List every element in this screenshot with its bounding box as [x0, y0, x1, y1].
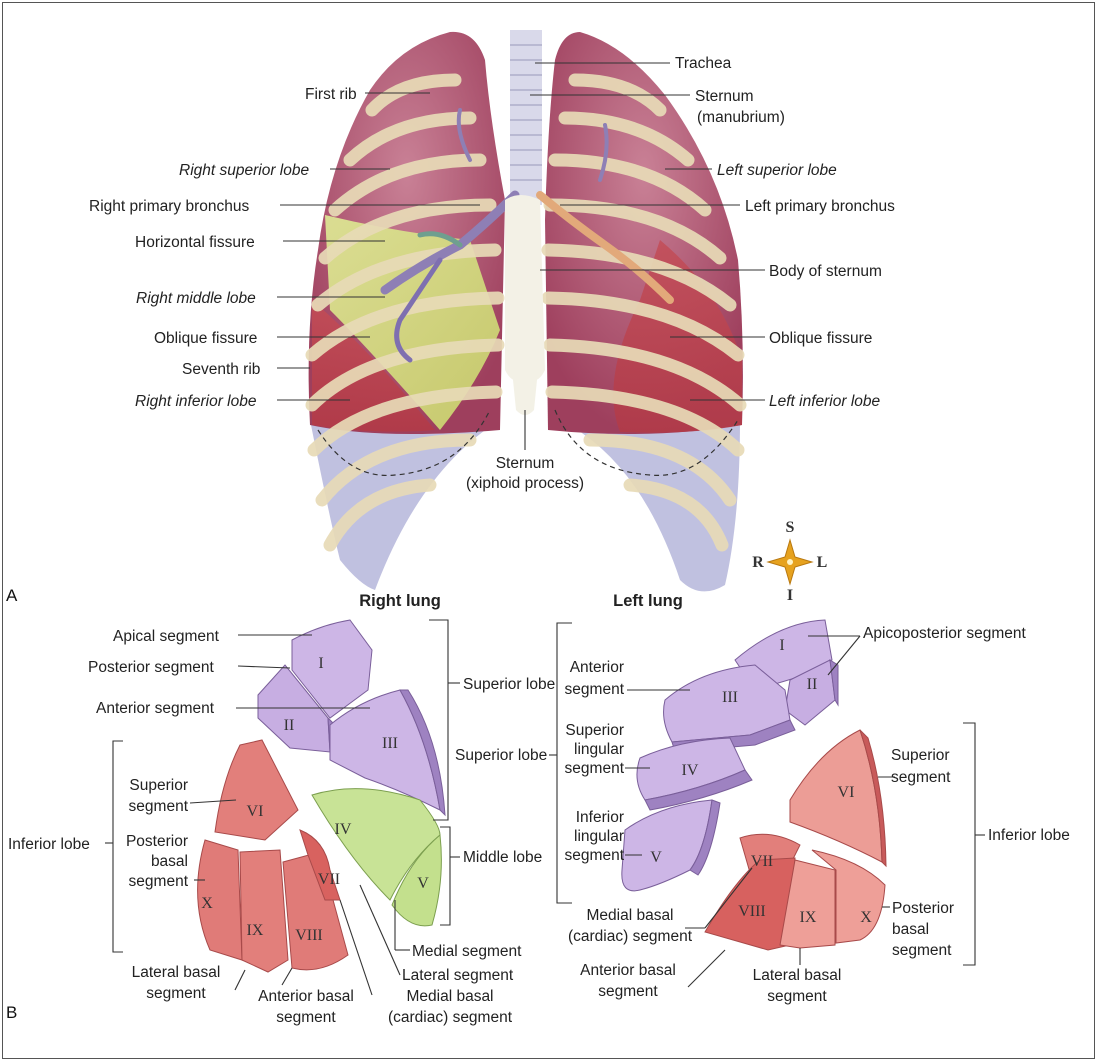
- ll-label-inferior-lingular-1: Inferior: [576, 809, 624, 826]
- ll-numeral-I: I: [779, 637, 784, 654]
- rl-label-superior-seg-2: segment: [129, 798, 189, 815]
- ll-label-medial-basal-1: Medial basal: [586, 907, 673, 924]
- rl-label-anterior: Anterior segment: [96, 700, 215, 717]
- right-lung-title: Right lung: [359, 592, 441, 610]
- rl-numeral-I: I: [318, 655, 323, 672]
- rl-label-anterior-basal-2: segment: [276, 1009, 336, 1026]
- rl-segment-IX: [240, 850, 288, 972]
- rl-label-middle-lobe: Middle lobe: [463, 849, 542, 866]
- rl-label-medial-segment: Medial segment: [412, 943, 522, 960]
- label-right-inferior-lobe: Right inferior lobe: [135, 393, 257, 410]
- ll-label-lateral-basal-1: Lateral basal: [753, 967, 842, 984]
- ll-label-inferior-lobe: Inferior lobe: [988, 827, 1070, 844]
- ll-label-superior-lingular-3: segment: [565, 760, 625, 777]
- ll-label-superior-seg-1: Superior: [891, 747, 950, 764]
- panel-label-a: A: [6, 586, 18, 605]
- rl-label-posterior-basal-3: segment: [129, 873, 189, 890]
- ll-numeral-VII: VII: [751, 853, 773, 870]
- ll-numeral-V: V: [650, 849, 662, 866]
- ll-numeral-VIII: VIII: [738, 903, 766, 920]
- rl-numeral-VII: VII: [318, 871, 340, 888]
- label-left-inferior-lobe: Left inferior lobe: [769, 393, 881, 410]
- ll-numeral-X: X: [860, 909, 872, 926]
- rl-label-lateral-segment: Lateral segment: [402, 967, 514, 984]
- label-left-superior-lobe: Left superior lobe: [717, 162, 837, 179]
- right-lung-segments: [198, 620, 445, 972]
- rl-label-posterior-basal-2: basal: [151, 853, 188, 870]
- ll-label-superior-lingular-2: lingular: [574, 741, 624, 758]
- label-first-rib: First rib: [305, 86, 357, 103]
- ll-label-superior-seg-2: segment: [891, 769, 951, 786]
- ll-label-anterior-basal-1: Anterior basal: [580, 962, 676, 979]
- ll-label-medial-basal-2: (cardiac) segment: [568, 928, 693, 945]
- ll-numeral-III: III: [722, 689, 738, 706]
- xiphoid-process: [512, 370, 538, 415]
- label-right-middle-lobe: Right middle lobe: [136, 290, 256, 307]
- rl-label-inferior-lobe: Inferior lobe: [8, 836, 90, 853]
- ll-numeral-IX: IX: [800, 909, 817, 926]
- rl-label-superior-seg-1: Superior: [129, 777, 188, 794]
- ll-numeral-IV: IV: [682, 762, 699, 779]
- rl-label-medial-basal-1: Medial basal: [406, 988, 493, 1005]
- compass-rose: S I R L: [752, 519, 827, 604]
- compass-i: I: [787, 587, 793, 604]
- compass-r: R: [752, 554, 764, 571]
- rl-numeral-V: V: [417, 875, 429, 892]
- ll-label-apicoposterior: Apicoposterior segment: [863, 625, 1027, 642]
- rl-numeral-III: III: [382, 735, 398, 752]
- ll-label-inferior-lingular-3: segment: [565, 847, 625, 864]
- ll-label-posterior-basal-1: Posterior: [892, 900, 954, 917]
- rl-numeral-II: II: [284, 717, 295, 734]
- label-body-of-sternum: Body of sternum: [769, 263, 882, 280]
- panel-a-illustration: [309, 30, 743, 591]
- label-sternum-manubrium-1: Sternum: [695, 88, 754, 105]
- ll-label-superior-lobe: Superior lobe: [455, 747, 547, 764]
- rl-numeral-X: X: [201, 895, 213, 912]
- label-right-primary-bronchus: Right primary bronchus: [89, 198, 249, 215]
- rl-label-apical: Apical segment: [113, 628, 220, 645]
- rl-label-anterior-basal-1: Anterior basal: [258, 988, 354, 1005]
- label-horizontal-fissure: Horizontal fissure: [135, 234, 255, 251]
- label-right-superior-lobe: Right superior lobe: [179, 162, 309, 179]
- label-sternum-xiphoid-1: Sternum: [496, 455, 555, 472]
- label-sternum-manubrium-2: (manubrium): [697, 109, 785, 126]
- label-seventh-rib: Seventh rib: [182, 361, 260, 378]
- rl-label-superior-lobe: Superior lobe: [463, 676, 555, 693]
- rl-numeral-IX: IX: [247, 922, 264, 939]
- ll-label-posterior-basal-3: segment: [892, 942, 952, 959]
- rl-label-medial-basal-2: (cardiac) segment: [388, 1009, 513, 1026]
- compass-s: S: [786, 519, 795, 536]
- rl-label-posterior: Posterior segment: [88, 659, 214, 676]
- ll-segment-V: [622, 800, 712, 891]
- compass-l: L: [817, 554, 828, 571]
- ll-label-inferior-lingular-2: lingular: [574, 828, 624, 845]
- rl-numeral-VIII: VIII: [295, 927, 323, 944]
- ll-numeral-II: II: [807, 676, 818, 693]
- ll-label-superior-lingular-1: Superior: [565, 722, 624, 739]
- label-oblique-fissure-right: Oblique fissure: [154, 330, 257, 347]
- trachea-shape: [510, 30, 542, 205]
- label-left-primary-bronchus: Left primary bronchus: [745, 198, 895, 215]
- rl-label-lateral-basal-2: segment: [146, 985, 206, 1002]
- sternum-body: [505, 195, 545, 381]
- ll-numeral-VI: VI: [838, 784, 855, 801]
- rl-label-lateral-basal-1: Lateral basal: [132, 964, 221, 981]
- ll-label-anterior-1: Anterior: [570, 659, 624, 676]
- label-sternum-xiphoid-2: (xiphoid process): [466, 475, 584, 492]
- rl-numeral-VI: VI: [247, 803, 264, 820]
- ll-label-posterior-basal-2: basal: [892, 921, 929, 938]
- left-lung-title: Left lung: [613, 592, 683, 610]
- rl-numeral-IV: IV: [335, 821, 352, 838]
- ll-label-lateral-basal-2: segment: [767, 988, 827, 1005]
- rl-segment-VI: [215, 740, 298, 840]
- label-oblique-fissure-left: Oblique fissure: [769, 330, 872, 347]
- label-trachea: Trachea: [675, 55, 732, 72]
- ll-label-anterior-basal-2: segment: [598, 983, 658, 1000]
- ll-label-anterior-2: segment: [565, 681, 625, 698]
- panel-label-b: B: [6, 1003, 17, 1022]
- rl-label-posterior-basal-1: Posterior: [126, 833, 188, 850]
